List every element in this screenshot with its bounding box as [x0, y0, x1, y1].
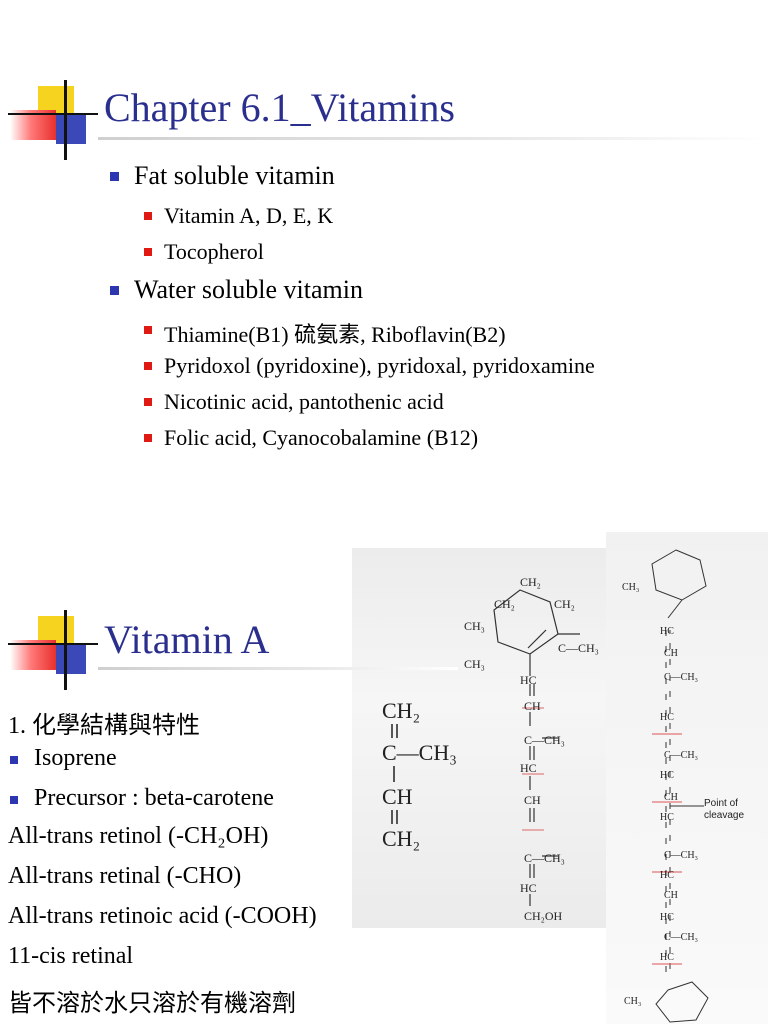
beta-carotene-structure-diagram: CH₃ HC CH C—CH₃ HC C—CH₃ HC CH HC C—CH₃ …: [622, 549, 745, 1023]
svg-text:CH: CH: [664, 890, 678, 901]
top-ring: [651, 549, 707, 601]
svg-text:HC: HC: [520, 761, 537, 775]
svg-text:C—CH₃: C—CH₃: [664, 672, 698, 683]
isoprene-ch2-top: CH₂: [382, 698, 420, 723]
svg-text:CH₂OH: CH₂OH: [524, 909, 563, 923]
text-line: 皆不溶於水只溶於有機溶劑: [8, 991, 296, 1017]
title-rule: [98, 137, 768, 140]
svg-text:HC: HC: [520, 673, 537, 687]
scanned-figure-background: [606, 532, 768, 1024]
svg-text:C—CH₃: C—CH₃: [558, 641, 599, 655]
text-line: 1. 化學結構與特性: [8, 713, 200, 739]
svg-text:C—CH₃: C—CH₃: [524, 851, 565, 865]
slide-title: Vitamin A: [104, 617, 270, 662]
svg-text:CH₃: CH₃: [622, 582, 639, 593]
svg-text:CH₂: CH₂: [520, 575, 541, 589]
decorative-corner-logo: [8, 610, 98, 690]
text-line: All-trans retinal (-CHO): [8, 863, 242, 889]
point-of-cleavage-label: Point of cleavage: [704, 798, 745, 821]
svg-text:CH₃: CH₃: [464, 657, 485, 671]
svg-text:HC: HC: [660, 626, 674, 637]
isoprene-c-ch3: C—CH₃: [382, 740, 457, 765]
slide-title: Chapter 6.1_Vitamins: [104, 85, 455, 130]
bottom-ring: [655, 981, 709, 1023]
isoprene-ch2-bottom: CH₂: [382, 826, 420, 851]
svg-text:HC: HC: [660, 912, 674, 923]
svg-text:CH: CH: [664, 792, 678, 803]
svg-text:CH₂: CH₂: [494, 597, 515, 611]
retinol-structure-diagram: CH₂ CH₂ CH₂ CH₃ CH₃ C—CH₃ HC CH C—CH₃ HC…: [464, 575, 599, 923]
svg-text:HC: HC: [660, 712, 674, 723]
svg-text:C—CH₃: C—CH₃: [664, 750, 698, 761]
point-of-cleavage-callout: Point of cleavage: [680, 798, 745, 821]
isoprene-structure-diagram: CH₂ C—CH₃ CH CH₂: [382, 698, 457, 851]
text-line: All-trans retinol (-CH₂OH): [8, 823, 269, 849]
svg-text:CH₂: CH₂: [554, 597, 575, 611]
slide-vitamin-a: Vitamin A 1. 化學結構與特性 Isoprene Precursor …: [0, 512, 768, 1024]
slide-vitamins-overview: Chapter 6.1_Vitamins Fat soluble vitamin…: [8, 80, 768, 450]
svg-text:CH: CH: [524, 793, 541, 807]
svg-text:HC: HC: [660, 952, 674, 963]
title-rule: [98, 667, 458, 670]
text-line: All-trans retinoic acid (-COOH): [8, 903, 317, 929]
text-line: 11-cis retinal: [8, 943, 134, 969]
decorative-corner-logo: [8, 80, 98, 160]
svg-text:C—CH₃: C—CH₃: [524, 733, 565, 747]
svg-text:C—CH₃: C—CH₃: [664, 850, 698, 861]
svg-text:HC: HC: [660, 812, 674, 823]
svg-text:HC: HC: [660, 770, 674, 781]
isoprene-ch: CH: [382, 784, 413, 809]
svg-text:C—CH₃: C—CH₃: [664, 932, 698, 943]
svg-text:CH₃: CH₃: [624, 996, 641, 1007]
svg-text:HC: HC: [660, 870, 674, 881]
svg-text:HC: HC: [520, 881, 537, 895]
scanned-page-background: [352, 548, 610, 928]
svg-text:CH₃: CH₃: [464, 619, 485, 633]
svg-text:CH: CH: [664, 648, 678, 659]
svg-text:CH: CH: [524, 699, 541, 713]
